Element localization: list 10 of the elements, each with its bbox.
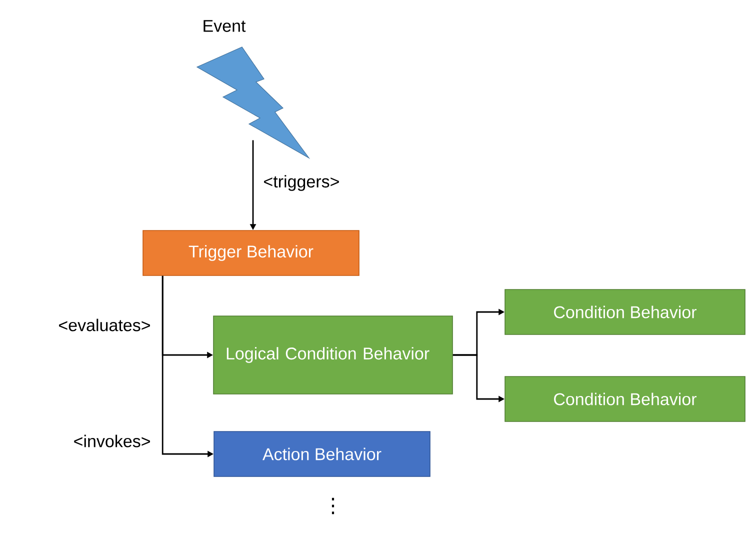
condition-box: Condition Behavior	[504, 376, 746, 422]
edge-label: <invokes>	[72, 434, 152, 448]
condition-box: Logical Condition Behavior	[213, 316, 453, 394]
trigger-box: Trigger Behavior	[142, 230, 360, 276]
condition-box: Condition Behavior	[504, 289, 746, 335]
edge-label: <triggers>	[262, 174, 341, 192]
edge-label: <evaluates>	[57, 318, 152, 332]
ellipsis: ⋮	[332, 498, 334, 514]
action-box: Action Behavior	[214, 431, 430, 477]
node-label: Event	[204, 20, 246, 32]
